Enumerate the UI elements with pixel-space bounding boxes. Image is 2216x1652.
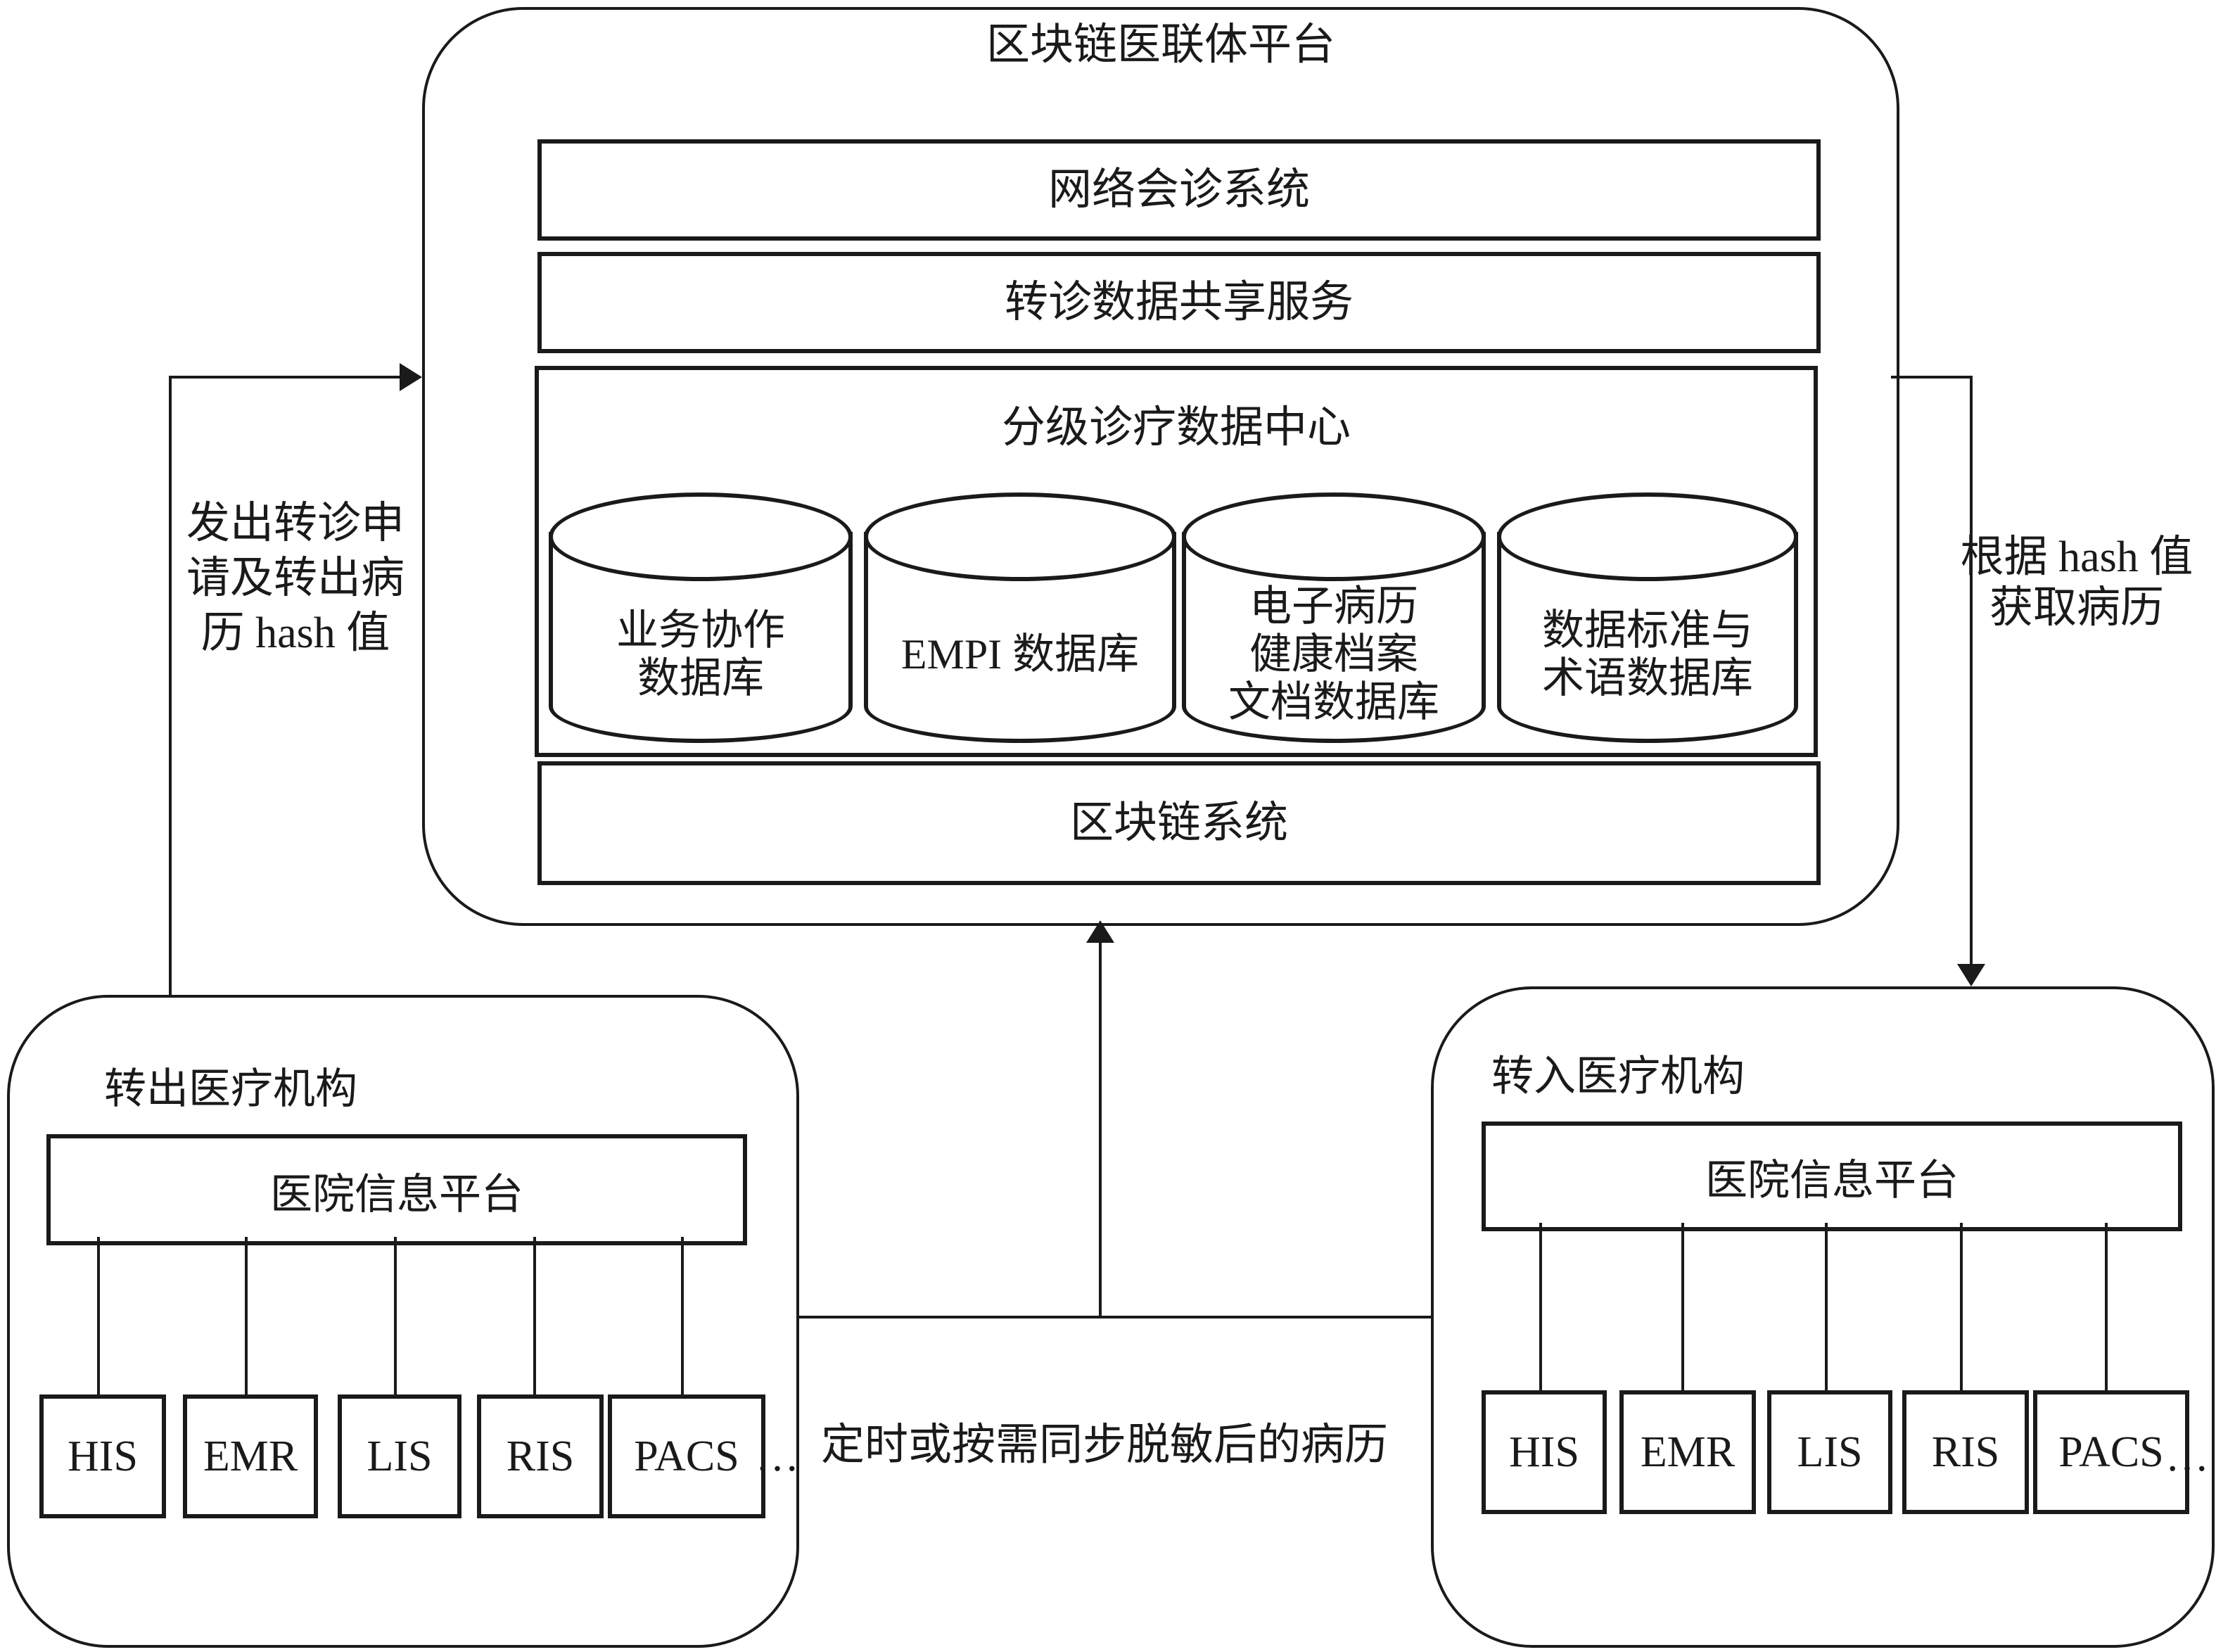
database-cylinder: EMPI 数据库: [864, 493, 1176, 743]
blockchain-system-box: 区块链系统: [537, 761, 1821, 885]
target-hospital-info-platform-box: 医院信息平台: [1482, 1122, 2182, 1231]
arrowhead-up: [1086, 920, 1114, 943]
system-box: HIS: [1482, 1390, 1607, 1514]
system-box: RIS: [477, 1394, 604, 1518]
system-connector-line: [2105, 1223, 2108, 1390]
system-connector-line: [1825, 1223, 1828, 1390]
system-connector-line: [394, 1237, 397, 1394]
system-connector-line: [245, 1237, 248, 1394]
label-line: 历 hash 值: [200, 608, 390, 657]
fetch-record-horizontal-line: [1891, 376, 1973, 379]
cylinder-top-ellipse: [1182, 493, 1486, 581]
target-org-title: 转入医疗机构: [1491, 1054, 1745, 1100]
fetch-record-vertical-line: [1970, 376, 1973, 967]
platform-box: 区块链医联体平台 网络会诊系统 转诊数据共享服务 分级诊疗数据中心 业务协作数据…: [422, 7, 1899, 926]
consult-system-box: 网络会诊系统: [537, 139, 1821, 241]
sync-record-vertical-line: [1099, 940, 1102, 1317]
system-box: EMR: [1619, 1390, 1756, 1514]
cylinder-label: 业务协作数据库: [549, 577, 853, 735]
label-line: 发出转诊申: [186, 498, 405, 547]
label-line: 数据标准与: [1542, 608, 1753, 654]
referral-share-box: 转诊数据共享服务: [537, 252, 1821, 353]
cylinder-top-ellipse: [1497, 493, 1798, 581]
database-cylinder: 电子病历健康档案文档数据库: [1182, 493, 1486, 743]
data-center-box: 分级诊疗数据中心 业务协作数据库 EMPI 数据库: [535, 366, 1818, 757]
system-connector-line: [681, 1237, 684, 1394]
send-referral-vertical-line: [169, 377, 172, 996]
source-org-box: 转出医疗机构 医院信息平台 HIS EMR LIS: [7, 995, 799, 1648]
platform-title: 区块链医联体平台: [986, 20, 1335, 69]
data-center-title: 分级诊疗数据中心: [1002, 402, 1351, 452]
label-line: 电子病历: [1249, 584, 1418, 630]
arrowhead-right: [400, 363, 422, 391]
system-box: RIS: [1902, 1390, 2029, 1514]
system-connector-line: [1960, 1223, 1963, 1390]
database-cylinders: 业务协作数据库 EMPI 数据库 电子病历健康档案文档数据库: [539, 370, 1814, 753]
cylinder-label: 数据标准与术语数据库: [1497, 577, 1798, 735]
label-line: 文档数据库: [1228, 680, 1439, 726]
more-systems-ellipsis: …: [756, 1431, 799, 1480]
database-cylinder: 业务协作数据库: [549, 493, 853, 743]
label-line: 术语数据库: [1542, 656, 1753, 702]
target-org-box: 转入医疗机构 医院信息平台 HIS EMR LIS: [1431, 986, 2215, 1648]
label-line: 业务协作: [616, 608, 785, 654]
cylinder-top-ellipse: [864, 493, 1176, 581]
send-referral-horizontal-line: [169, 376, 402, 379]
database-cylinder: 数据标准与术语数据库: [1497, 493, 1798, 743]
system-box: HIS: [39, 1394, 166, 1518]
cylinder-top-ellipse: [549, 493, 853, 581]
system-box: EMR: [183, 1394, 318, 1518]
source-hospital-info-platform-box: 医院信息平台: [46, 1134, 747, 1245]
system-connector-line: [533, 1237, 536, 1394]
system-box: PACS: [608, 1394, 765, 1518]
more-systems-ellipsis: …: [2165, 1431, 2209, 1480]
label-line: 数据库: [637, 656, 764, 702]
system-connector-line: [1681, 1223, 1684, 1390]
label-line: 健康档案: [1249, 632, 1418, 678]
sync-record-label: 定时或按需同步脱敏后的病历: [821, 1420, 1388, 1469]
label-line: 获取病历: [1989, 583, 2164, 632]
cylinder-label: EMPI 数据库: [864, 577, 1176, 735]
label-line: 请及转出病: [186, 553, 405, 602]
fetch-record-label: 根据 hash 值获取病历: [1939, 532, 2215, 633]
label-line: 根据 hash 值: [1960, 532, 2193, 581]
cylinder-label: 电子病历健康档案文档数据库: [1182, 577, 1486, 735]
system-box: LIS: [338, 1394, 461, 1518]
system-box: PACS: [2033, 1390, 2189, 1514]
send-referral-label: 发出转诊申请及转出病历 hash 值: [148, 495, 443, 660]
label-line: EMPI 数据库: [900, 632, 1140, 678]
source-org-title: 转出医疗机构: [104, 1067, 357, 1113]
system-connector-line: [97, 1237, 100, 1394]
arrowhead-down: [1957, 964, 1985, 986]
sync-record-horizontal-line: [794, 1316, 1431, 1319]
system-connector-line: [1539, 1223, 1542, 1390]
system-box: LIS: [1767, 1390, 1892, 1514]
